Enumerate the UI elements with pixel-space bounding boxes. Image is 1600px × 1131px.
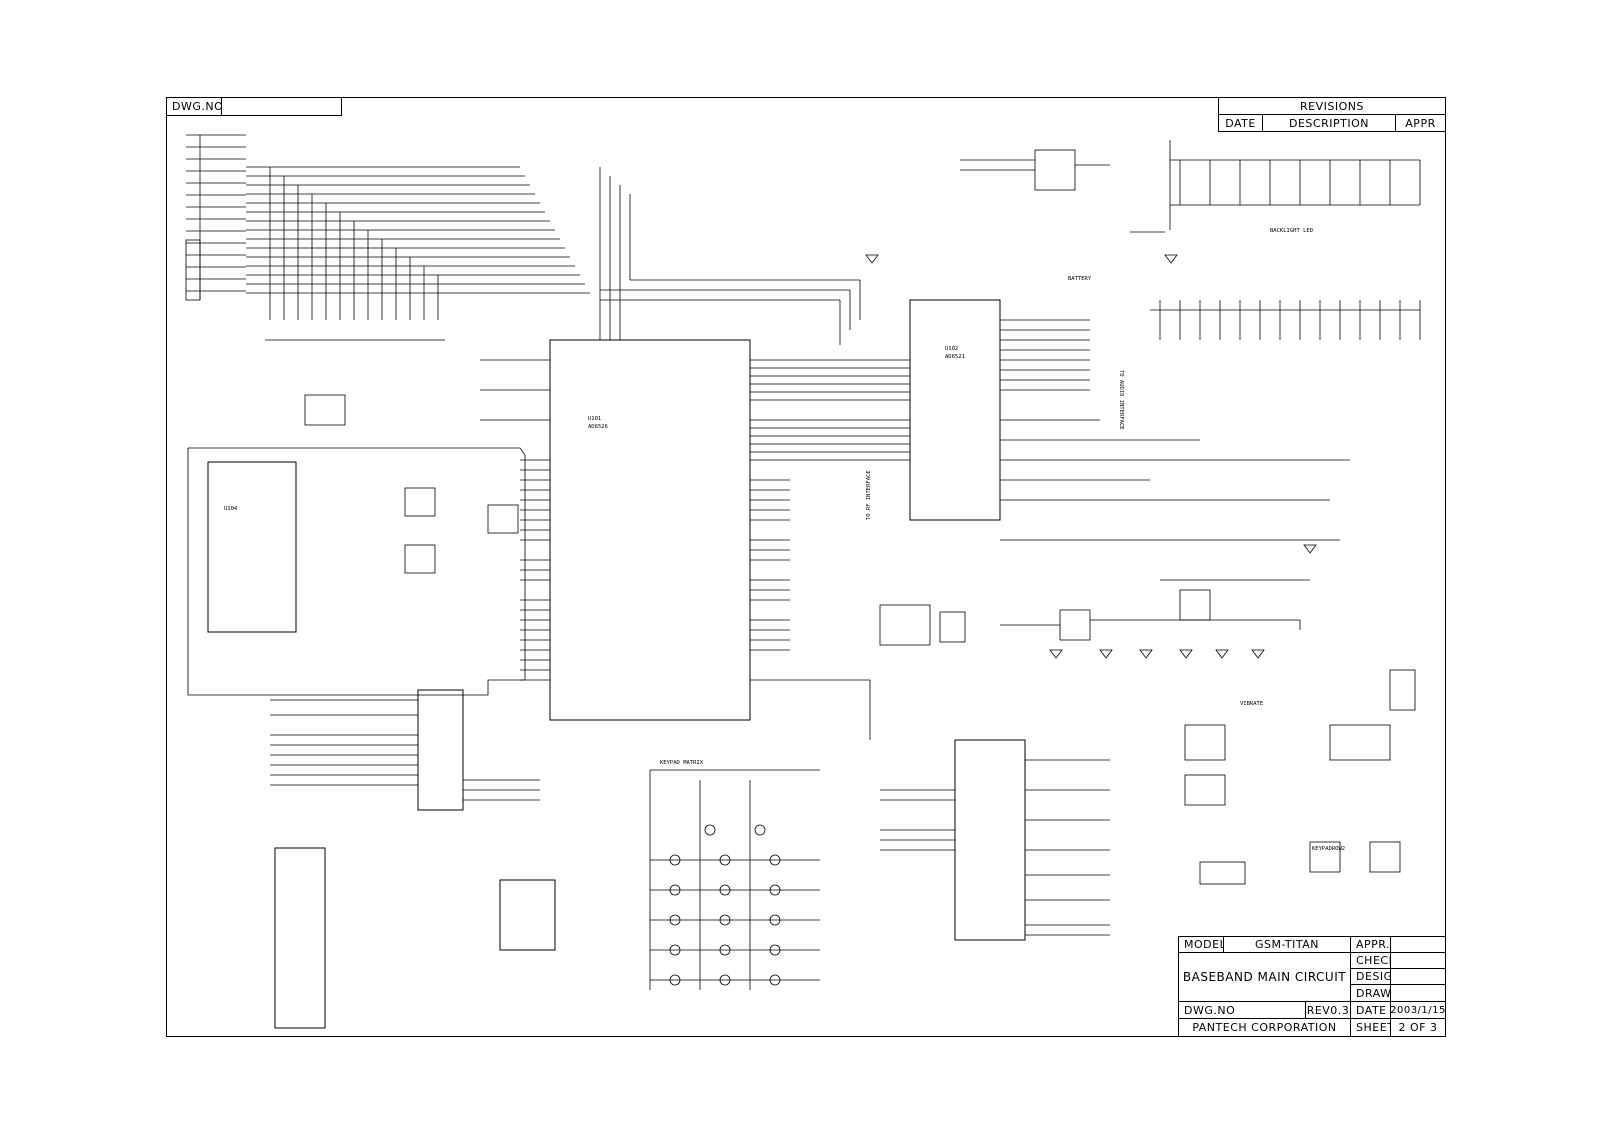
gate-u107 [487,504,519,534]
svg-text:BACKLIGHT LED: BACKLIGHT LED [1270,228,1313,234]
sim-ic-u109 [274,847,326,1029]
lcd-lines [270,699,540,801]
drawing-title: BASEBAND MAIN CIRCUIT [1178,952,1351,1002]
draw-value [1390,984,1446,1002]
svg-text:KEYPADROW2: KEYPADROW2 [1312,846,1345,852]
cpu-left-pins [480,359,550,681]
reg-u115 [1199,861,1246,885]
right-capacitor-bank [1150,300,1421,340]
cpu-u101 [549,339,751,721]
svg-text:BATTERY: BATTERY [1068,276,1092,282]
draw-label: DRAW. [1350,984,1394,1002]
keypad-switch-2 [1369,841,1401,873]
svg-text:U101: U101 [588,416,601,422]
desig-value [1390,968,1446,985]
gate-u105 [404,487,436,517]
backlight-led-array [1130,140,1421,233]
revisions-appr-header: APPR [1395,114,1446,132]
svg-text:KEYPAD MATRIX: KEYPAD MATRIX [660,760,704,766]
revisions-date-header: DATE [1218,114,1263,132]
date-value: 2003/1/15 [1390,1001,1446,1019]
gate-u113 [1184,724,1226,761]
lcd-connector-j101 [417,689,464,811]
pmic-lines [880,759,1110,936]
filter-capacitors [265,167,445,341]
audio-amp-u110 [499,879,556,951]
svg-text:AD6521: AD6521 [945,354,965,360]
svg-text:AD6526: AD6526 [588,424,608,430]
keypad-switch-1 [1309,841,1341,873]
ground-symbols [865,254,1317,659]
revision-value: REV0.3 [1305,1001,1351,1019]
cpu-right-bus [750,359,910,740]
revisions-description-header: DESCRIPTION [1262,114,1396,132]
motor-connector [1389,669,1416,711]
date-label: DATE [1350,1001,1391,1019]
ldo-u112 [1179,589,1211,621]
company-name: PANTECH CORPORATION [1178,1018,1351,1037]
oscillator [939,611,966,643]
right-mid-lines [1000,579,1310,630]
abb-right-pins [1000,319,1350,541]
check-value [1390,952,1446,969]
flash-u104 [207,461,297,633]
svg-text:TO AUDIO INTERFACE: TO AUDIO INTERFACE [1118,370,1124,430]
drawing-sheet-border [166,97,1446,1037]
flash-bus-outline [187,447,526,696]
svg-text:VIBRATE: VIBRATE [1240,701,1263,707]
appr-label: APPR. [1350,936,1391,953]
sheet-value: 2 OF 3 [1390,1018,1446,1037]
gate-u106 [404,544,436,574]
abb-u102 [909,299,1001,521]
connector-pins [186,134,246,300]
ldo-u111 [1059,609,1091,641]
svg-text:U104: U104 [224,506,238,512]
check-label: CHECK. [1350,952,1400,969]
desig-label: DESIG. [1350,968,1396,985]
gate-u114 [1184,774,1226,806]
appr-value [1390,936,1446,953]
keypad-matrix [649,769,820,990]
pmic-u103 [954,739,1026,941]
dwg-no-value-top [221,97,342,116]
svg-text:TO RF INTERFACE: TO RF INTERFACE [866,470,872,520]
vibrator-driver [1329,724,1391,761]
revisions-title: REVISIONS [1218,97,1446,115]
regulator-u104 [1034,149,1076,191]
sheet-label: SHEET [1350,1018,1394,1037]
bus-lines [246,166,861,345]
svg-text:U102: U102 [945,346,958,352]
model-value: GSM-TITAN [1223,936,1351,953]
model-label: MODEL [1178,936,1226,953]
gate-u108 [304,394,346,426]
dwg-no-label: DWG.NO [1178,1001,1306,1019]
dwg-no-label-top: DWG.NO [166,97,223,116]
crystal-block [879,604,931,646]
